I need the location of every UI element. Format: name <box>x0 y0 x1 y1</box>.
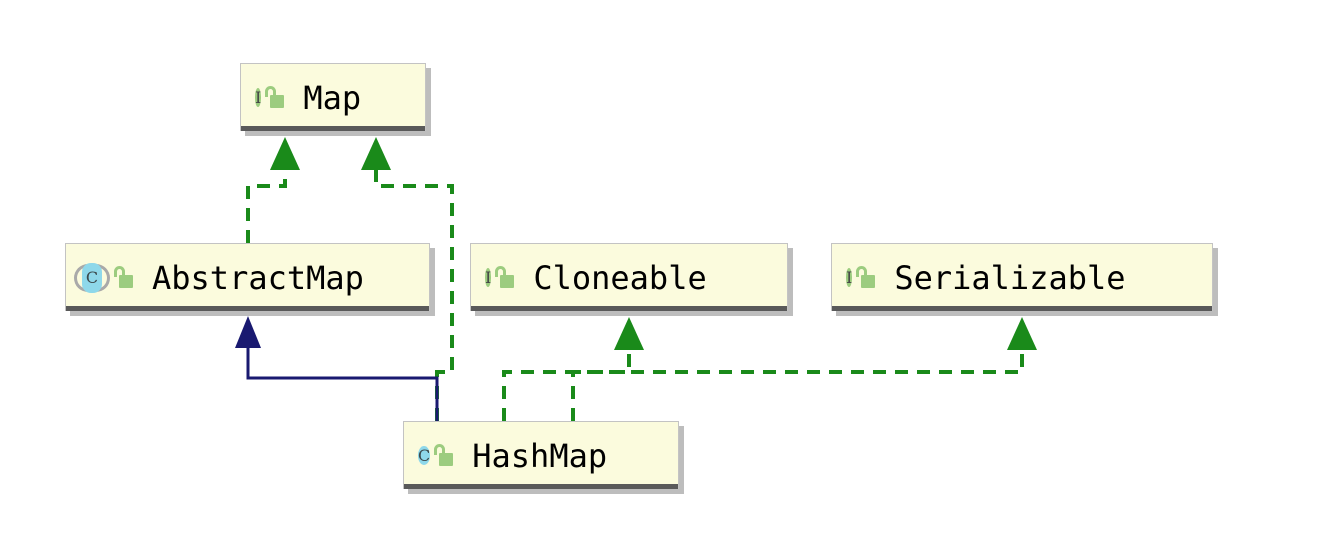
unlocked-padlock-icon <box>434 443 454 468</box>
generalization-arrowhead <box>235 316 261 348</box>
realization-arrowhead <box>614 317 644 350</box>
unlocked-padlock-icon <box>856 265 876 290</box>
realization-arrowhead <box>361 137 391 170</box>
realization-arrowhead <box>1007 317 1037 350</box>
edge-line <box>246 347 439 421</box>
interface-icon: I <box>255 87 262 107</box>
edge-line <box>502 347 1024 421</box>
realization-arrowhead <box>270 137 300 170</box>
class-icon: C <box>418 445 431 465</box>
uml-node-abstractmap[interactable]: C AbstractMap <box>65 243 430 311</box>
node-underline <box>832 306 1212 311</box>
node-underline <box>66 306 429 311</box>
edge-line <box>246 167 287 243</box>
node-label-map: Map <box>303 78 362 117</box>
edge-line <box>571 347 631 421</box>
node-label-hashmap: HashMap <box>472 436 608 475</box>
edge-abstractmap-implements-map[interactable] <box>246 137 300 243</box>
edge-hashmap-extends-abstractmap[interactable] <box>235 316 439 421</box>
uml-node-cloneable[interactable]: I Cloneable <box>470 243 788 311</box>
node-underline <box>404 484 678 489</box>
node-label-cloneable: Cloneable <box>533 258 707 297</box>
uml-node-hashmap[interactable]: C HashMap <box>403 421 679 489</box>
node-underline <box>471 306 787 311</box>
interface-icon: I <box>485 267 492 287</box>
unlocked-padlock-icon <box>495 265 515 290</box>
interface-icon: I <box>846 267 853 287</box>
uml-node-serializable[interactable]: I Serializable <box>831 243 1213 311</box>
node-label-serializable: Serializable <box>894 258 1126 297</box>
abstract-class-icon: C <box>74 262 110 294</box>
node-label-abstractmap: AbstractMap <box>152 258 364 297</box>
node-underline <box>241 126 425 131</box>
edge-hashmap-implements-cloneable[interactable] <box>571 317 644 421</box>
unlocked-padlock-icon <box>114 265 134 290</box>
edge-hashmap-implements-serializable[interactable] <box>502 317 1037 421</box>
uml-node-map[interactable]: I Map <box>240 63 426 131</box>
unlocked-padlock-icon <box>265 85 285 110</box>
